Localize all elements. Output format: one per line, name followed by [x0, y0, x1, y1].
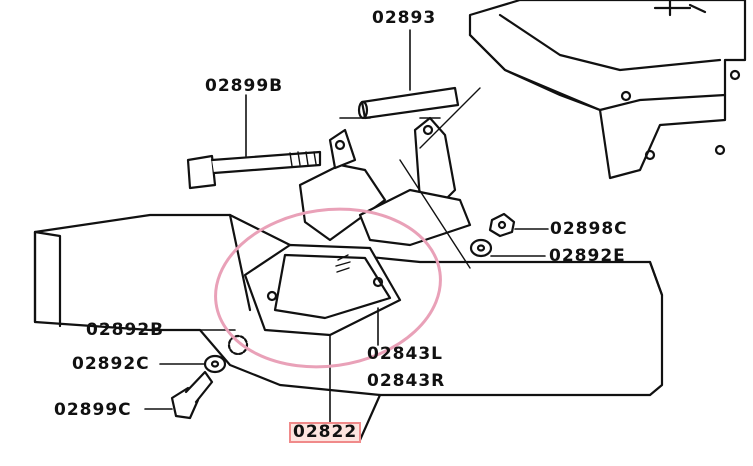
label-02899C[interactable]: 02899C: [54, 400, 132, 420]
part-02893-pin: [357, 29, 460, 120]
label-02843R[interactable]: 02843R: [367, 371, 446, 391]
label-02892E[interactable]: 02892E: [549, 246, 626, 266]
part-02899C-bolt: [144, 370, 214, 420]
part-02898C-nut: [488, 212, 549, 238]
label-02822-highlighted[interactable]: 02822: [288, 422, 362, 443]
label-02893[interactable]: 02893: [372, 8, 437, 28]
label-02899B[interactable]: 02899B: [205, 76, 284, 96]
frame-bracket: [468, 0, 747, 180]
part-02892B-lockwasher: [181, 329, 249, 356]
label-02843L[interactable]: 02843L: [367, 344, 443, 364]
label-02898C[interactable]: 02898C: [550, 219, 628, 239]
label-02892B[interactable]: 02892B: [86, 320, 165, 340]
part-02892E-washer: [469, 238, 546, 258]
part-02899B-bolt: [186, 94, 322, 190]
upper-mount-bracket: [298, 87, 481, 269]
part-02892C-washer: [159, 354, 227, 374]
part-02843-insulator: [243, 243, 402, 441]
label-02892C[interactable]: 02892C: [72, 354, 150, 374]
highlight-ellipse: [214, 207, 442, 369]
